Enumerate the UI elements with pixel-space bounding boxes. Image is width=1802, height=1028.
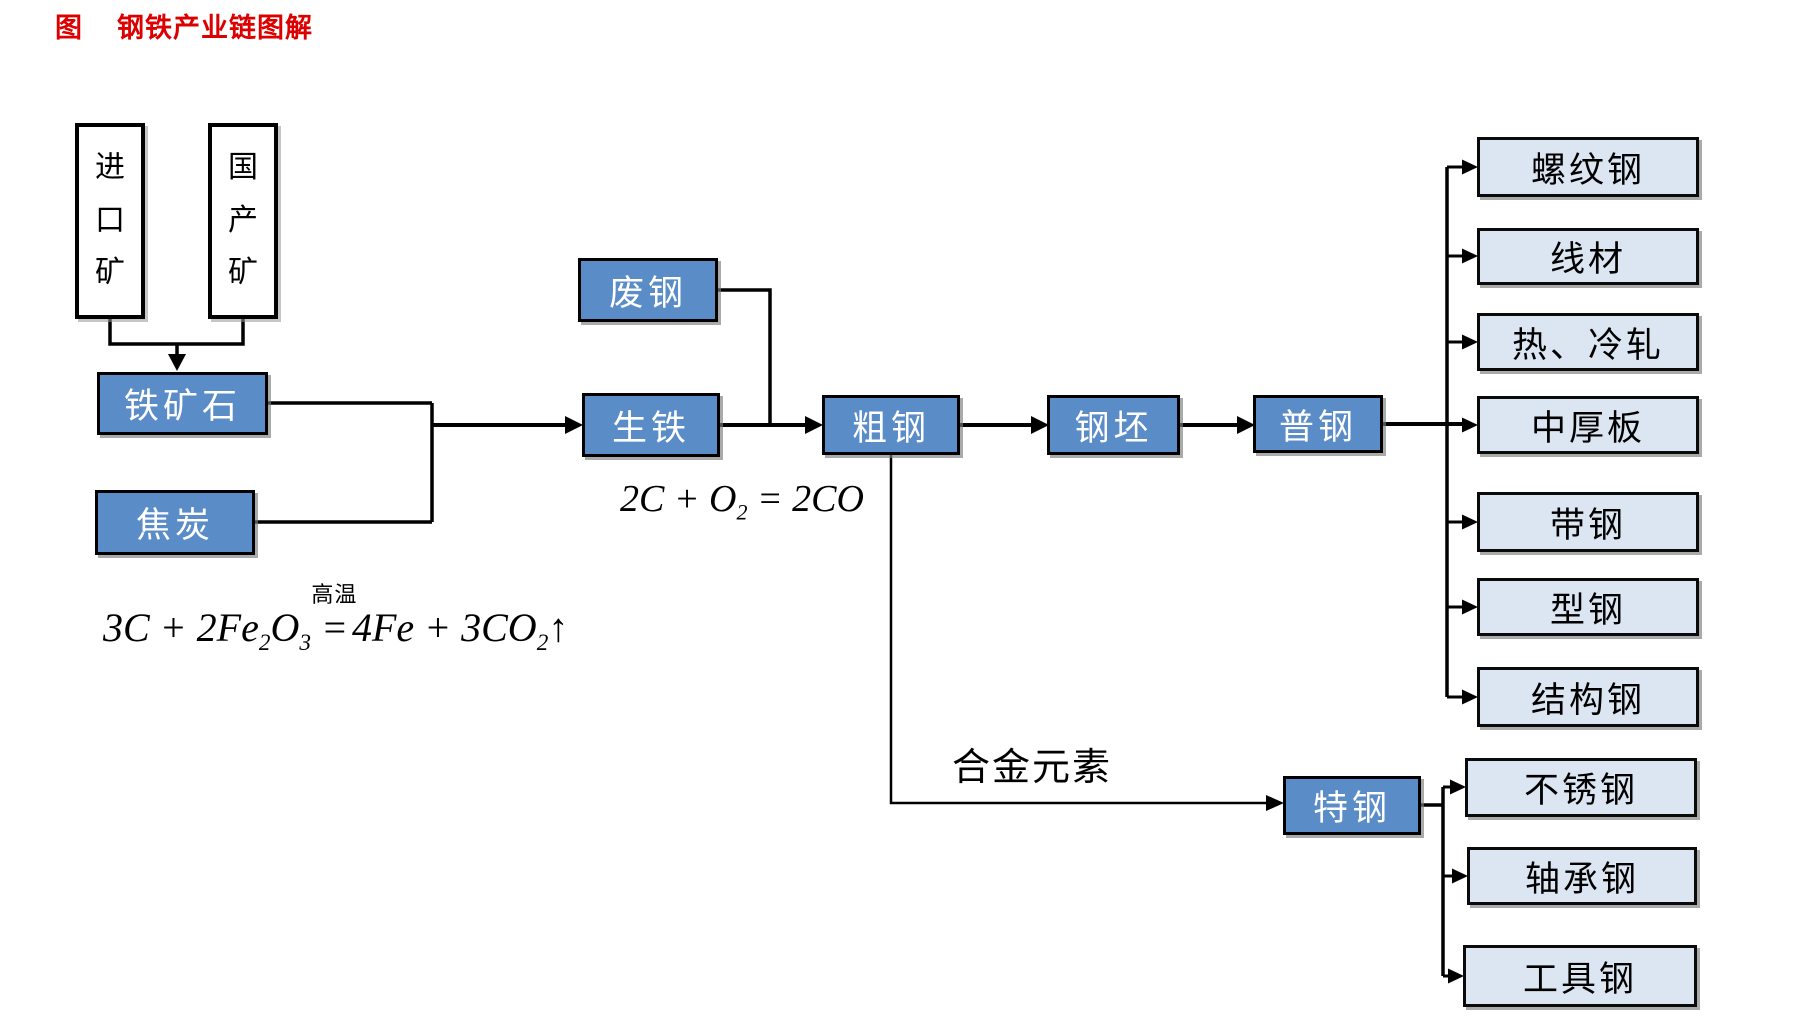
node-iron-ore: 铁矿石 <box>97 372 268 435</box>
arrowhead-down-iron-ore <box>168 354 186 371</box>
source-domestic-ore-label: 国产矿 <box>228 151 258 290</box>
arrowhead-medium-plate <box>1462 417 1478 433</box>
edge-sources-merge <box>108 319 245 346</box>
equation-reduction-sub1: 2 <box>258 630 271 656</box>
arrowhead-hot-cold-rolled <box>1462 334 1478 350</box>
node-scrap-steel: 废钢 <box>578 258 718 322</box>
arrowhead-structural-steel <box>1462 689 1478 705</box>
edge-ironore-coke-merge <box>255 401 434 524</box>
node-special-steel: 特钢 <box>1283 776 1421 835</box>
arrowhead-tool <box>1448 968 1464 984</box>
node-crude-steel: 粗钢 <box>822 395 960 455</box>
arrowhead-ordinary-steel <box>1237 416 1255 434</box>
edge-scrap-to-flow <box>718 288 772 423</box>
arrowhead-pig-iron <box>565 416 583 434</box>
product-wire-rod: 线材 <box>1477 228 1699 285</box>
equation-reduction-condition-wrap: 高温= <box>311 582 356 651</box>
node-billet: 钢坯 <box>1047 395 1180 455</box>
equation-reduction-condition: 高温 <box>311 582 358 607</box>
arrowhead-wire-rod <box>1462 248 1478 264</box>
arrowhead-billet <box>1031 416 1049 434</box>
equation-reduction-equals: = <box>320 605 348 650</box>
node-ordinary-steel: 普钢 <box>1253 395 1383 453</box>
equation-combustion-part1: 2C + O <box>620 478 737 520</box>
equation-reduction-sub3: 2 <box>536 630 549 656</box>
equation-reduction-sub2: 3 <box>299 630 311 656</box>
edge-crude-to-special <box>889 455 1266 805</box>
product-tool-steel: 工具钢 <box>1463 945 1697 1007</box>
product-bearing-steel: 轴承钢 <box>1467 847 1697 905</box>
equation-combustion: 2C + O2 = 2CO <box>620 477 864 526</box>
product-rebar: 螺纹钢 <box>1477 137 1699 197</box>
product-strip-steel: 带钢 <box>1477 492 1699 552</box>
source-domestic-ore: 国产矿 <box>208 123 278 319</box>
arrowhead-special-steel <box>1266 795 1284 811</box>
node-coke: 焦炭 <box>95 490 255 555</box>
product-stainless-steel: 不锈钢 <box>1465 758 1697 817</box>
arrowhead-strip-steel <box>1462 514 1478 530</box>
arrowhead-bearing <box>1452 868 1468 884</box>
arrowheads <box>168 159 1478 984</box>
equation-reduction-part1: 3C + 2Fe <box>103 605 259 650</box>
equation-combustion-part2: = 2CO <box>747 478 864 520</box>
source-imported-ore-label: 进口矿 <box>95 151 125 290</box>
figure-label: 图 <box>55 13 83 43</box>
equation-combustion-sub1: 2 <box>736 499 748 525</box>
figure-title: 钢铁产业链图解 <box>117 13 313 43</box>
equation-reduction-up-arrow: ↑ <box>548 605 569 650</box>
source-imported-ore: 进口矿 <box>75 123 145 319</box>
node-pig-iron: 生铁 <box>582 393 720 457</box>
connector-lines <box>108 165 1463 978</box>
arrowhead-crude-steel <box>805 416 823 434</box>
equation-reduction-part3: 4Fe + 3CO <box>351 605 537 650</box>
label-alloy-elements: 合金元素 <box>952 747 1113 789</box>
arrowhead-section-steel <box>1462 599 1478 615</box>
product-structural-steel: 结构钢 <box>1477 667 1699 727</box>
product-hot-cold-rolled: 热、冷轧 <box>1477 313 1699 371</box>
product-section-steel: 型钢 <box>1477 578 1699 636</box>
equation-reduction-part2: O <box>270 605 300 650</box>
product-medium-plate: 中厚板 <box>1477 396 1699 454</box>
arrowhead-rebar <box>1462 159 1478 175</box>
arrowhead-stainless <box>1450 779 1466 795</box>
